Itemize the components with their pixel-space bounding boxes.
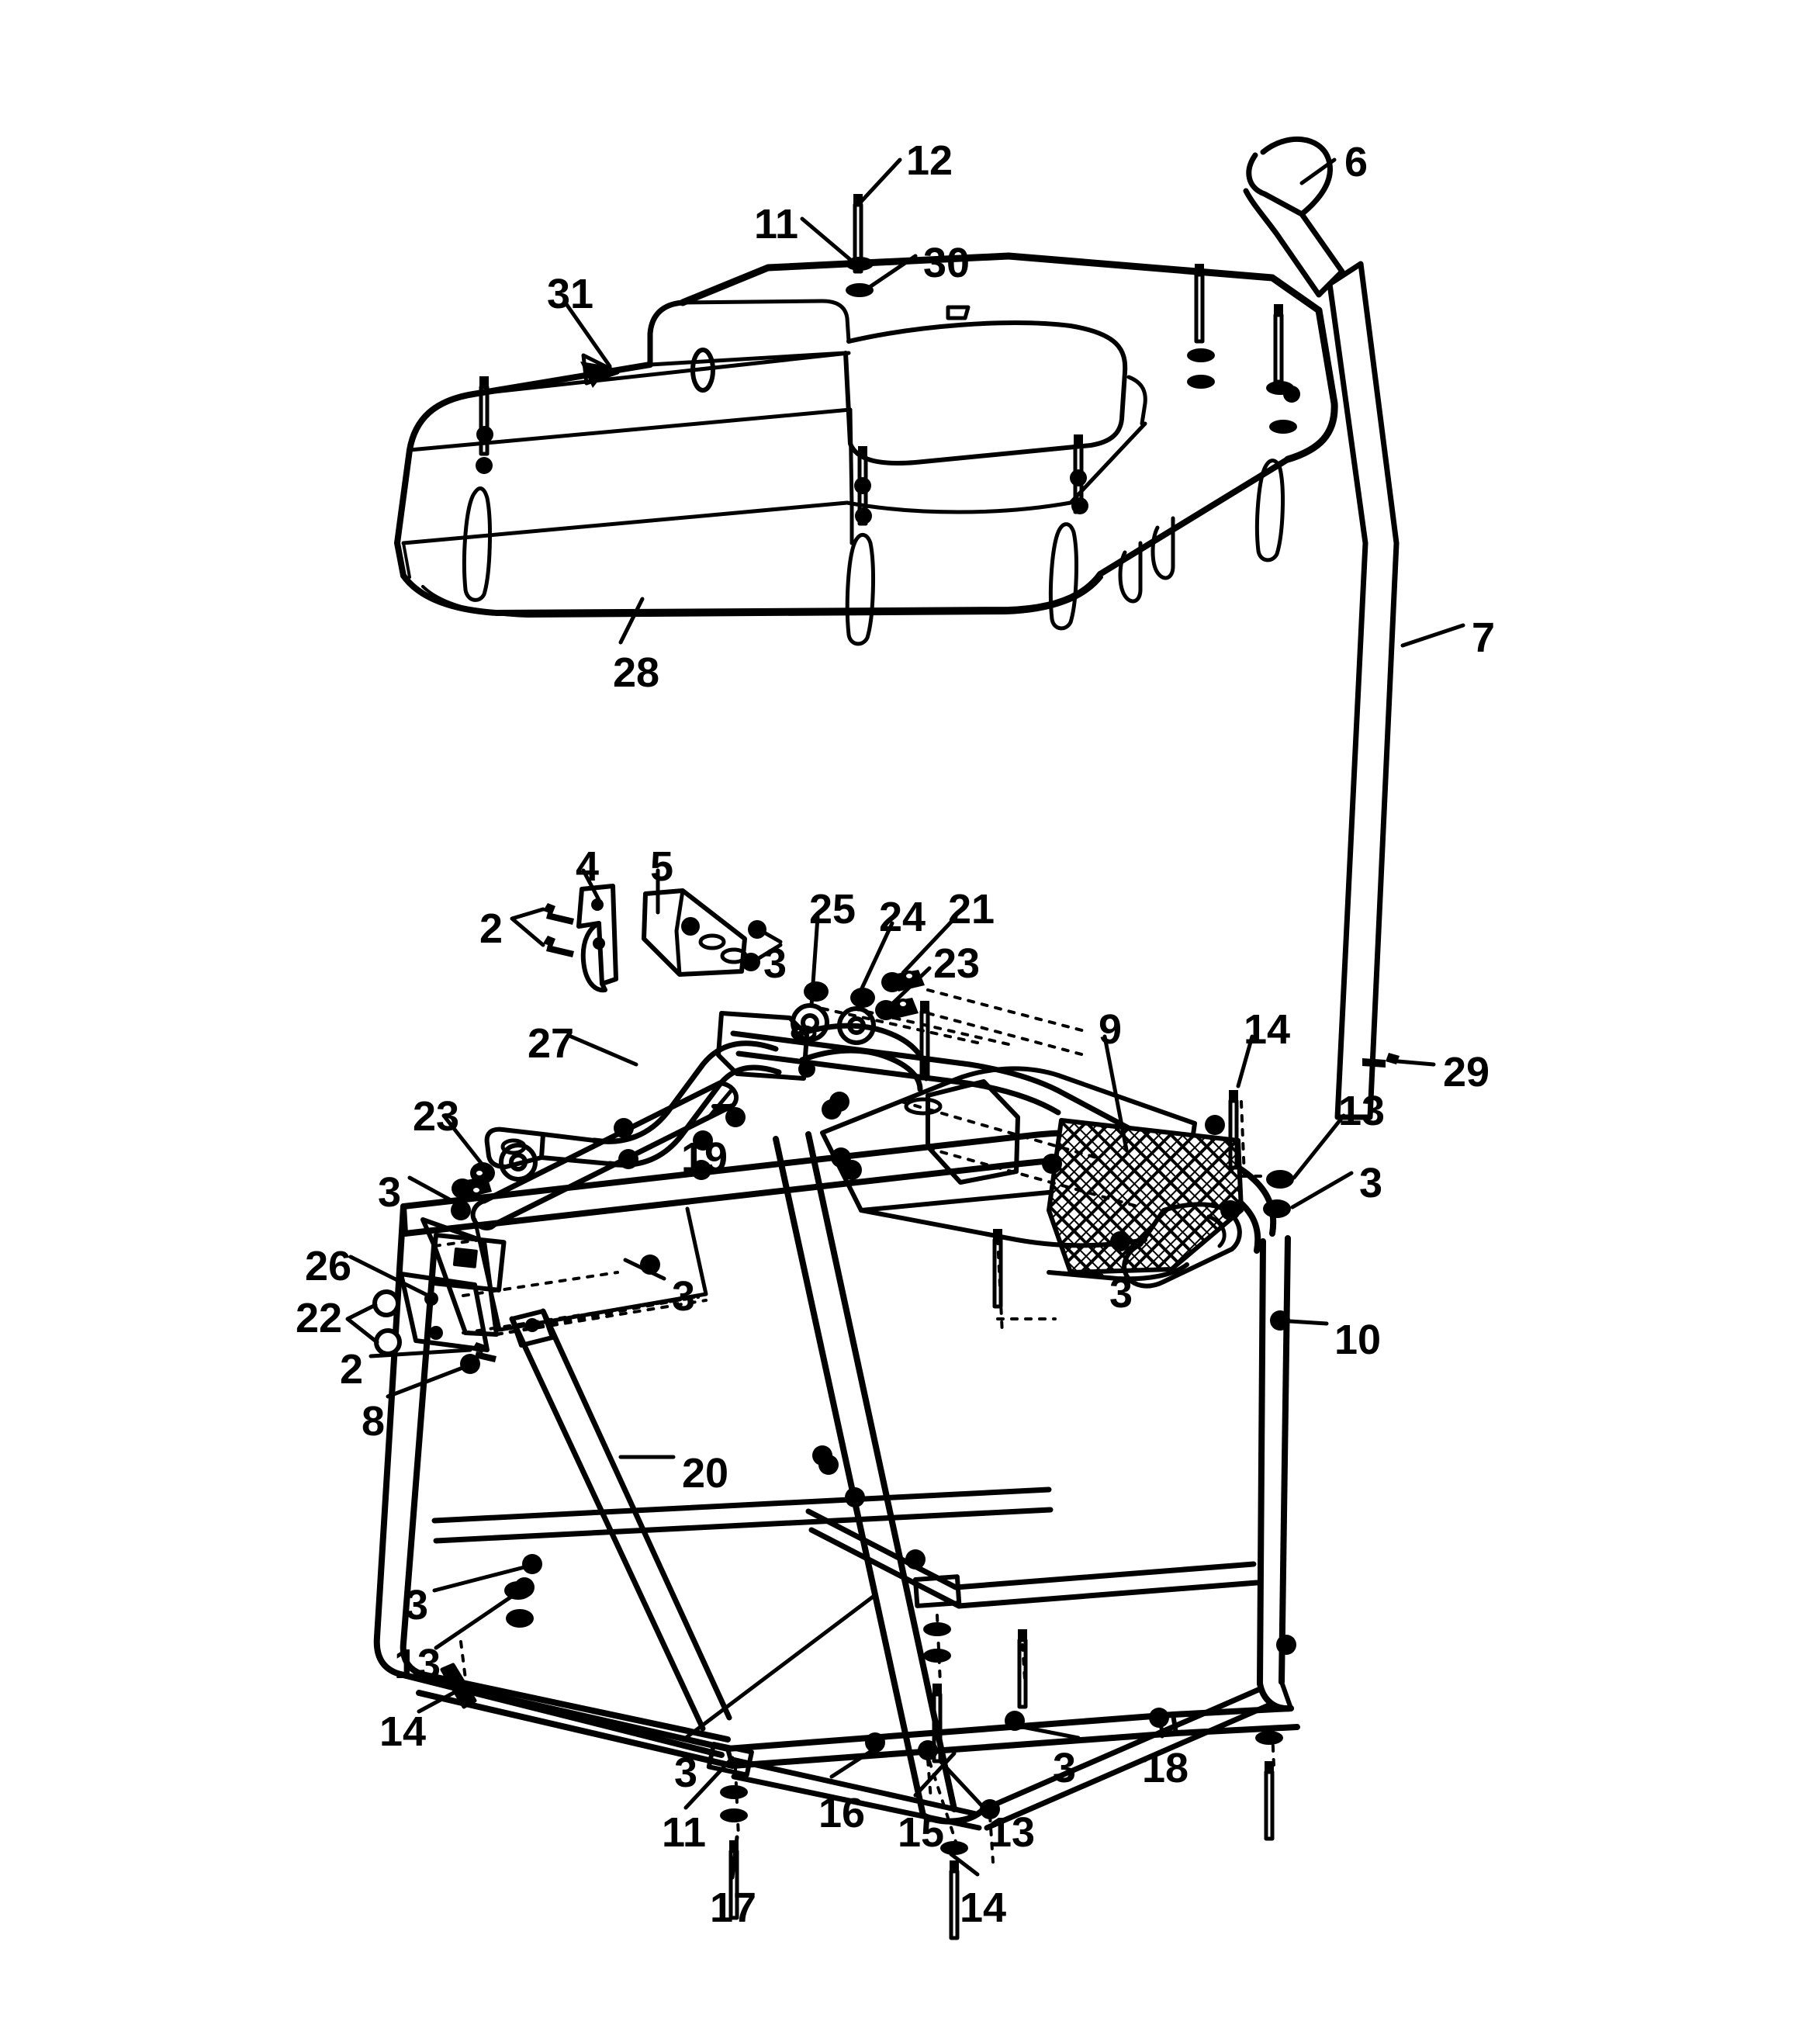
callout-11-hood: 11	[754, 201, 799, 247]
callout-29: 29	[1443, 1049, 1490, 1095]
callout-25: 25	[809, 886, 856, 933]
callout-13-right: 13	[1338, 1088, 1386, 1134]
callout-14-bottom-center: 14	[960, 1884, 1007, 1931]
callout-28: 28	[613, 649, 660, 696]
callout-4: 4	[576, 843, 600, 890]
callout-21: 21	[948, 886, 995, 933]
callout-23-upper: 23	[933, 940, 981, 987]
callout-3-part5: 3	[763, 940, 787, 987]
callout-13-bottom-left: 13	[394, 1641, 441, 1687]
callout-19: 19	[681, 1134, 728, 1181]
callout-3-left-upper: 3	[378, 1169, 402, 1216]
callout-8: 8	[362, 1398, 386, 1445]
callout-3-bottom-right: 3	[1053, 1745, 1077, 1791]
callout-22: 22	[296, 1295, 343, 1341]
callout-7: 7	[1472, 614, 1496, 661]
callout-23-left: 23	[413, 1093, 460, 1140]
callout-5: 5	[650, 843, 674, 890]
callout-3-right-upper: 3	[1359, 1160, 1383, 1206]
callout-3-bottom-left: 3	[405, 1582, 429, 1628]
callout-20: 20	[682, 1450, 729, 1497]
callout-6: 6	[1344, 139, 1368, 185]
callout-10: 10	[1334, 1317, 1382, 1363]
callout-3-mid-right: 3	[1109, 1270, 1133, 1317]
callout-24: 24	[879, 894, 926, 940]
callout-2-lower: 2	[340, 1346, 364, 1393]
callout-12: 12	[906, 137, 953, 184]
callout-3-bottom-center: 3	[674, 1749, 698, 1796]
callout-15: 15	[898, 1809, 945, 1856]
callout-2-upper: 2	[479, 905, 503, 952]
callout-27: 27	[528, 1020, 575, 1067]
callout-17: 17	[710, 1884, 757, 1931]
callout-16: 16	[818, 1790, 866, 1836]
callout-3-mid-left: 3	[672, 1273, 696, 1320]
callout-18: 18	[1142, 1745, 1189, 1791]
callout-9: 9	[1099, 1006, 1123, 1053]
callout-11-bottom: 11	[662, 1809, 707, 1856]
callout-30: 30	[923, 240, 971, 286]
callout-14-right: 14	[1244, 1006, 1291, 1053]
callout-26: 26	[305, 1243, 352, 1289]
callout-14-bottom-left: 14	[379, 1708, 427, 1755]
callout-31: 31	[547, 271, 594, 317]
callout-13-bottom-right: 13	[988, 1809, 1036, 1856]
